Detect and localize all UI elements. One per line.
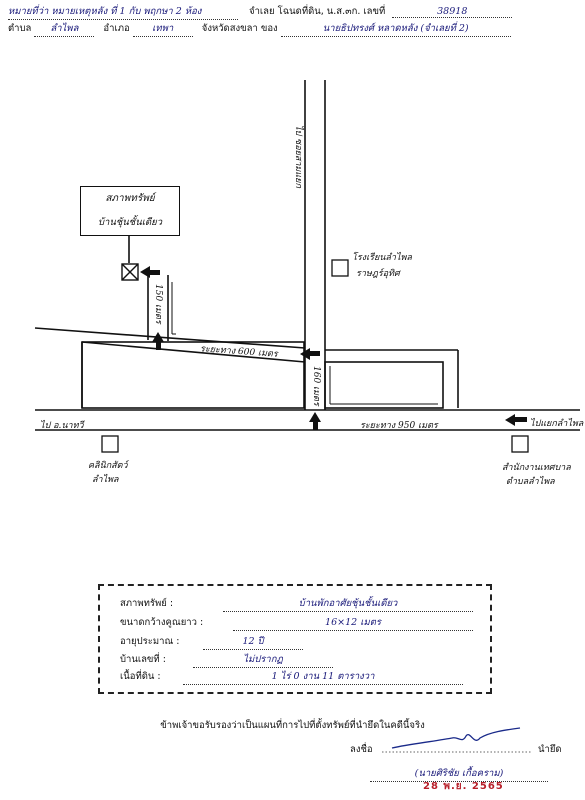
header-deed-label: จำเลย โฉนดที่ดิน, น.ส.๓ก. เลขที่ bbox=[249, 6, 386, 17]
info-house-row: บ้านเลขที่ : ไม่ปรากฏ bbox=[120, 652, 334, 668]
date-stamp: 28 พ.ย. 2565 bbox=[423, 781, 504, 792]
side-road-top-edge bbox=[34, 327, 306, 349]
side-road-bottom-edge bbox=[81, 341, 306, 363]
info-property-value: บ้านพักอาศัยชุ้นชั้นเดียว bbox=[223, 596, 474, 612]
info-property-row: สภาพทรัพย์ : บ้านพักอาศัยชุ้นชั้นเดียว bbox=[120, 596, 474, 612]
school-name-1: โรงเรียนลำไพล bbox=[352, 253, 412, 263]
info-house-label: บ้านเลขที่ : bbox=[120, 654, 166, 665]
school-name-2: ราษฎร์อุทิศ bbox=[356, 269, 400, 279]
info-land-label: เนื้อที่ดิน : bbox=[120, 671, 161, 682]
certification-text: ข้าพเจ้าขอรับรองว่าเป็นแผนที่การไปที่ตั้… bbox=[160, 720, 425, 731]
left-road-label: ไป อ.นาทวี bbox=[40, 421, 84, 431]
property-info-box: สภาพทรัพย์ : บ้านพักอาศัยชุ้นชั้นเดียว ข… bbox=[98, 584, 492, 694]
municipality-label-2: ตำบลลำไพล bbox=[506, 477, 555, 487]
header-line-1: หมายที่ว่า หมายเหตุหลัง ที่ 1 กับ พฤกษา … bbox=[8, 4, 513, 20]
tambon-value: ลำไพล bbox=[34, 21, 95, 37]
info-house-value: ไม่ปรากฏ bbox=[193, 652, 334, 668]
owner-value: นายธิปทรงศ์ หลาดหลัง (จำเลยที่ 2) bbox=[280, 21, 511, 37]
municipality-label-1: สำนักงานเทศบาล bbox=[502, 463, 571, 473]
info-size-row: ขนาดกว้างคูณยาว : 16×12 เมตร bbox=[120, 615, 474, 631]
arrow-left-subject bbox=[140, 266, 150, 278]
info-land-value: 1 ไร่ 0 งาน 11 ตารางวา bbox=[183, 669, 464, 685]
amphoe-label: อำเภอ bbox=[103, 23, 130, 34]
info-age-value: 12 ปี bbox=[203, 634, 304, 650]
tambon-label: ตำบล bbox=[8, 23, 32, 34]
header-case-text: หมายที่ว่า หมายเหตุหลัง ที่ 1 กับ พฤกษา … bbox=[8, 4, 238, 20]
right-road-label: ไปแยกลำไพล bbox=[530, 419, 584, 429]
arrow-up-lane bbox=[152, 332, 164, 342]
signer-name-row: (นายศิริชัย เกื้อคราม) bbox=[370, 766, 548, 782]
info-age-row: อายุประมาณ : 12 ปี bbox=[120, 634, 304, 650]
info-age-label: อายุประมาณ : bbox=[120, 636, 180, 647]
amphoe-value: เทพา bbox=[132, 21, 193, 37]
province-label: จังหวัดสงขลา ของ bbox=[201, 23, 278, 34]
info-land-row: เนื้อที่ดิน : 1 ไร่ 0 งาน 11 ตารางวา bbox=[120, 669, 464, 685]
block-right bbox=[324, 361, 444, 409]
signer-name: (นายศิริชัย เกื้อคราม) bbox=[370, 766, 548, 782]
clinic-landmark bbox=[101, 435, 119, 453]
header-line-2: ตำบล ลำไพล อำเภอ เทพา จังหวัดสงขลา ของ น… bbox=[8, 21, 511, 37]
municipality-landmark bbox=[511, 435, 529, 453]
signature-role: นำยึด bbox=[538, 744, 562, 755]
subject-callout: สภาพทรัพย์ บ้านชุ้นชั้นเดียว bbox=[80, 186, 180, 236]
signature-label: ลงชื่อ bbox=[350, 744, 373, 755]
clinic-label-1: คลินิกสัตว์ bbox=[88, 461, 128, 471]
clinic-label-2: ลำไพล bbox=[92, 475, 119, 485]
distance-950: ระยะทาง 950 เมตร bbox=[360, 421, 438, 431]
info-size-value: 16×12 เมตร bbox=[233, 615, 474, 631]
school-landmark bbox=[331, 259, 349, 277]
arrow-left-950 bbox=[505, 414, 515, 426]
info-size-label: ขนาดกว้างคูณยาว : bbox=[120, 617, 204, 628]
arrow-left-600 bbox=[300, 348, 310, 360]
info-property-label: สภาพทรัพย์ : bbox=[120, 598, 174, 609]
subject-title: สภาพทรัพย์ bbox=[105, 193, 155, 204]
arrow-up-junction bbox=[309, 412, 321, 422]
subject-desc: บ้านชุ้นชั้นเดียว bbox=[97, 217, 163, 228]
header-deed-number: 38918 bbox=[392, 6, 513, 18]
